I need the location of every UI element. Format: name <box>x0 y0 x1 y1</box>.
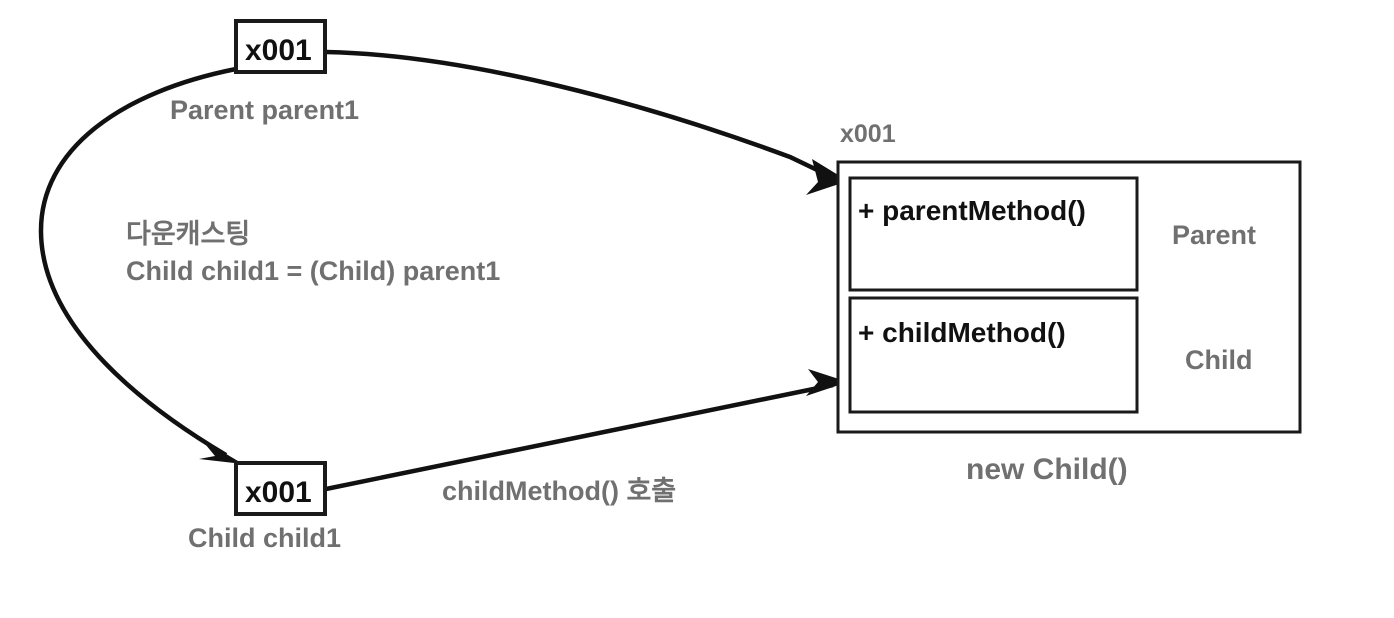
child-ref-box-value: x001 <box>245 476 312 509</box>
child-method-label: + childMethod() <box>858 317 1066 348</box>
object-address-label: x001 <box>840 120 896 148</box>
edge-line <box>325 49 837 182</box>
object-caption: new Child() <box>966 453 1128 486</box>
child-method-compartment <box>848 296 1139 414</box>
edge-line <box>38 66 237 457</box>
child-reference-box: x001 <box>234 461 327 516</box>
parent-method-compartment <box>848 176 1139 292</box>
parent-ref-caption: Parent parent1 <box>170 95 359 125</box>
child-ref-caption: Child child1 <box>188 523 341 553</box>
child-ref-box-rect <box>234 461 327 516</box>
arrowhead <box>806 159 848 195</box>
downcast-title: 다운캐스팅 <box>126 219 250 249</box>
downcast-code: Child child1 = (Child) parent1 <box>126 256 500 286</box>
parent-ref-box-rect <box>234 19 327 74</box>
edge-parent-ref-to-parent-compartment <box>325 49 848 195</box>
parent-class-label: Parent <box>1172 220 1256 250</box>
child-class-label: Child <box>1185 345 1253 375</box>
edge-line <box>325 382 834 492</box>
edge-parent-ref-to-child-ref <box>38 66 243 464</box>
arrowhead <box>199 439 243 464</box>
parent-reference-box: x001 <box>234 19 327 74</box>
edge-child-ref-to-child-compartment <box>325 369 848 492</box>
parent-method-label: + parentMethod() <box>858 195 1086 226</box>
parent-ref-box-value: x001 <box>245 34 312 67</box>
object-block: + parentMethod() Parent + childMethod() … <box>836 160 1302 434</box>
call-label: childMethod() 호출 <box>442 476 676 506</box>
arrowhead <box>806 369 848 396</box>
